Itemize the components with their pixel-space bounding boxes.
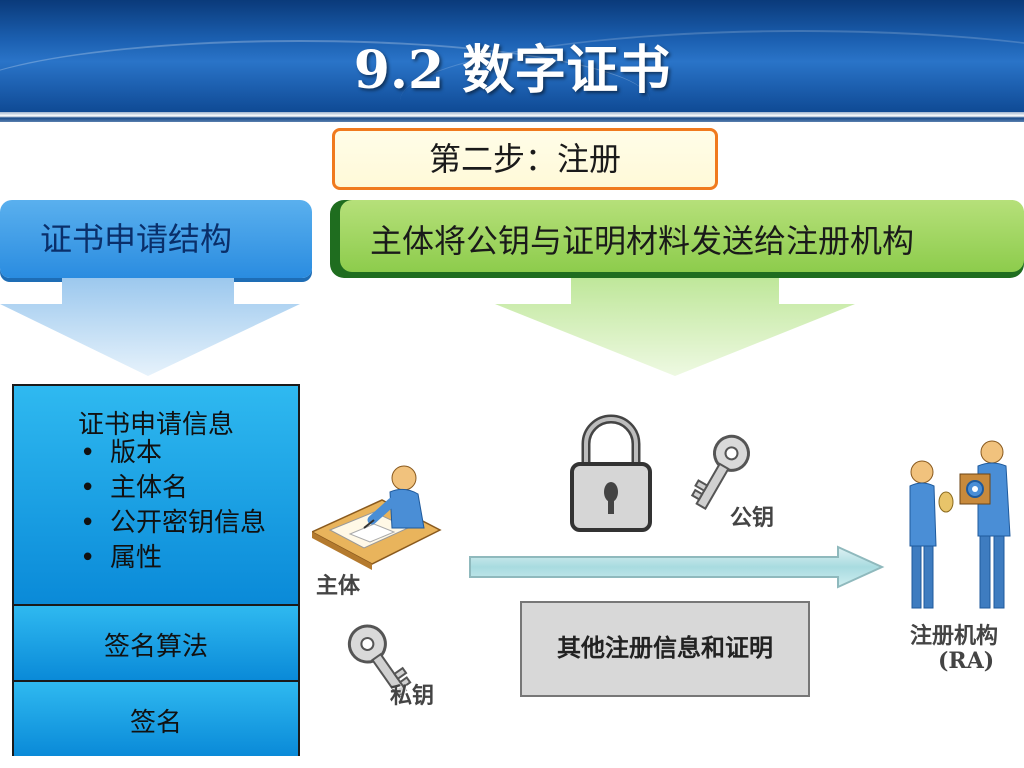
bullet: • xyxy=(80,543,96,573)
page-title: 9.2 数字证书 xyxy=(353,40,671,101)
signature-label: 签名 xyxy=(129,708,182,738)
private-key-label: 私钥 xyxy=(390,683,435,709)
down-arrow-green-icon xyxy=(495,278,855,376)
list-item: • 属性 xyxy=(80,541,266,576)
header-divider xyxy=(0,112,1024,122)
key-icon xyxy=(690,434,750,511)
subject-label: 主体 xyxy=(316,573,361,599)
other-registration-info: 其他注册信息和证明 xyxy=(520,601,810,697)
signature-algorithm-cell: 签名算法 xyxy=(14,606,298,682)
list-item: • 公开密钥信息 xyxy=(80,506,266,541)
process-heading-label: 主体将公钥与证明材料发送给注册机构 xyxy=(370,222,915,260)
header-banner xyxy=(0,0,1024,112)
signature-algorithm-label: 签名算法 xyxy=(103,632,208,662)
item-version: 版本 xyxy=(110,438,163,468)
step-label: 第二步：注册 xyxy=(332,128,718,190)
ra-label: 注册机构 xyxy=(910,623,999,649)
signature-cell: 签名 xyxy=(14,682,298,756)
banner-decoration xyxy=(0,40,650,112)
lock-icon xyxy=(570,414,652,532)
item-subject-name: 主体名 xyxy=(110,473,189,503)
public-key-label: 公钥 xyxy=(730,505,775,531)
structure-heading-label: 证书申请结构 xyxy=(40,220,233,258)
bullet: • xyxy=(80,438,96,468)
certificate-request-structure: 证书申请信息 • 版本 • 主体名 • 公开密钥信息 • 属性 签名算法 签名 xyxy=(12,384,300,756)
process-heading: 主体将公钥与证明材料发送给注册机构 xyxy=(330,200,1024,278)
person-at-desk-icon xyxy=(312,465,442,570)
item-public-key-info: 公开密钥信息 xyxy=(110,508,267,538)
right-arrow-icon xyxy=(469,545,885,589)
bullet: • xyxy=(80,473,96,503)
process-heading-body: 主体将公钥与证明材料发送给注册机构 xyxy=(340,200,1024,272)
bullet: • xyxy=(80,508,96,538)
banner-decoration xyxy=(400,30,1024,112)
request-info-title: 证书申请信息 xyxy=(77,410,234,440)
request-info-cell: 证书申请信息 • 版本 • 主体名 • 公开密钥信息 • 属性 xyxy=(14,386,298,606)
structure-heading: 证书申请结构 xyxy=(0,200,312,278)
down-arrow-blue-icon xyxy=(0,278,300,376)
item-attributes: 属性 xyxy=(110,543,163,573)
request-info-list: • 版本 • 主体名 • 公开密钥信息 • 属性 xyxy=(80,436,266,576)
ra-abbrev: (RA) xyxy=(938,648,995,674)
people-exchange-icon xyxy=(909,440,1011,609)
list-item: • 主体名 xyxy=(80,471,266,506)
key-icon xyxy=(347,624,412,698)
list-item: • 版本 xyxy=(80,436,266,471)
